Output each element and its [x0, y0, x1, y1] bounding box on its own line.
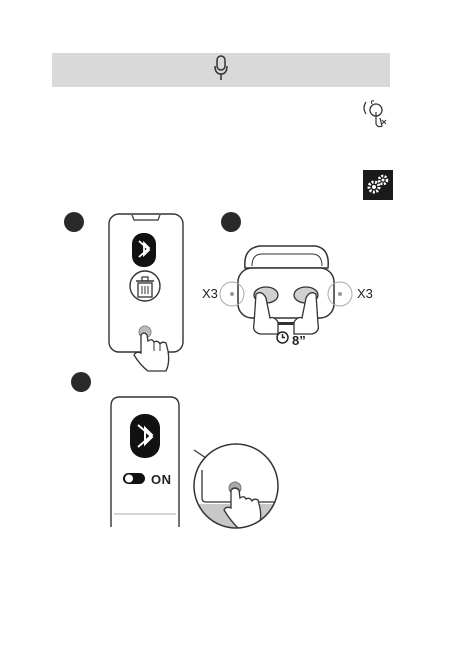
gears-icon — [363, 170, 393, 200]
hold-duration: 8” — [292, 333, 306, 348]
right-tap-count: X3 — [357, 286, 373, 301]
phone-forget-device-illustration — [108, 213, 186, 378]
touch-ear-icon — [360, 98, 392, 135]
step-badge-3-icon — [71, 372, 91, 392]
bluetooth-toggle-label: ON — [151, 472, 172, 487]
earbuds-case-reset-illustration — [200, 238, 370, 343]
hold-timer: 8” — [276, 331, 306, 349]
voice-assistant-banner — [52, 53, 390, 87]
microphone-icon — [214, 54, 228, 87]
step-badge-2-icon — [221, 212, 241, 232]
zoom-tap-illustration — [188, 440, 283, 537]
step-badge-1-icon — [64, 212, 84, 232]
left-tap-count: X3 — [202, 286, 218, 301]
phone-bluetooth-on-illustration — [110, 396, 182, 533]
clock-icon — [276, 331, 289, 349]
